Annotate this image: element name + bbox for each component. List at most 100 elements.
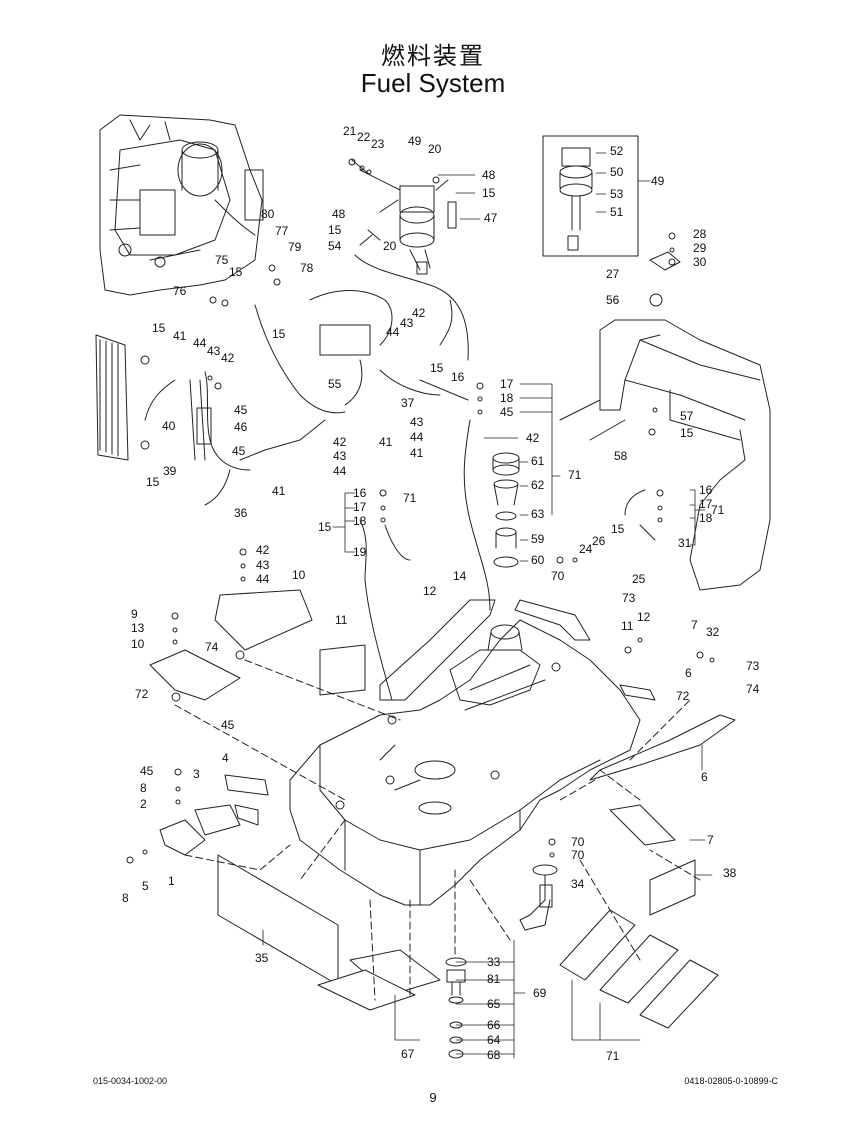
callout-41: 41 bbox=[379, 435, 393, 449]
page-number: 9 bbox=[429, 1090, 437, 1105]
callout-44: 44 bbox=[256, 572, 270, 586]
callout-71: 71 bbox=[403, 491, 417, 505]
callout-43: 43 bbox=[256, 558, 270, 572]
callout-65: 65 bbox=[487, 997, 501, 1011]
callout-41: 41 bbox=[272, 484, 286, 498]
callout-76: 76 bbox=[173, 284, 187, 298]
callout-10: 10 bbox=[131, 637, 145, 651]
callout-73: 73 bbox=[622, 591, 636, 605]
callout-10: 10 bbox=[292, 568, 306, 582]
callout-37: 37 bbox=[401, 396, 415, 410]
callout-7: 7 bbox=[691, 618, 698, 632]
callout-80: 80 bbox=[261, 207, 275, 221]
callout-16: 16 bbox=[699, 483, 713, 497]
callout-15: 15 bbox=[318, 520, 332, 534]
callout-2: 2 bbox=[140, 797, 147, 811]
callout-6: 6 bbox=[685, 666, 692, 680]
water-separator bbox=[492, 452, 520, 568]
callout-70: 70 bbox=[571, 835, 585, 849]
callout-61: 61 bbox=[531, 454, 545, 468]
callout-68: 68 bbox=[487, 1048, 501, 1062]
callout-60: 60 bbox=[531, 553, 545, 567]
callout-43: 43 bbox=[410, 415, 424, 429]
callout-22: 22 bbox=[357, 130, 371, 144]
footer-part-code: 0418-02805-0-10899-C bbox=[684, 1076, 778, 1086]
drain-plug-assembly bbox=[445, 957, 467, 1059]
callout-79: 79 bbox=[288, 240, 302, 254]
callout-71: 71 bbox=[711, 503, 725, 517]
callout-17: 17 bbox=[353, 500, 367, 514]
callout-42: 42 bbox=[412, 306, 426, 320]
callout-27: 27 bbox=[606, 267, 620, 281]
callout-7: 7 bbox=[707, 833, 714, 847]
callout-16: 16 bbox=[353, 486, 367, 500]
callout-56: 56 bbox=[606, 293, 620, 307]
callout-55: 55 bbox=[328, 377, 342, 391]
callout-29: 29 bbox=[693, 241, 707, 255]
fuel-hoses bbox=[144, 290, 656, 701]
engine-block bbox=[99, 114, 264, 296]
callout-20: 20 bbox=[383, 239, 397, 253]
callout-73: 73 bbox=[746, 659, 760, 673]
callout-69: 69 bbox=[533, 986, 547, 1000]
callout-20: 20 bbox=[428, 142, 442, 156]
callout-8: 8 bbox=[140, 781, 147, 795]
callout-1: 1 bbox=[168, 874, 175, 888]
callout-57: 57 bbox=[680, 409, 694, 423]
callout-18: 18 bbox=[500, 391, 514, 405]
callout-45: 45 bbox=[221, 718, 235, 732]
callout-3: 3 bbox=[193, 767, 200, 781]
callout-8: 8 bbox=[122, 891, 129, 905]
callout-43: 43 bbox=[207, 344, 221, 358]
callout-41: 41 bbox=[173, 329, 187, 343]
callout-44: 44 bbox=[333, 464, 347, 478]
callout-12: 12 bbox=[637, 610, 651, 624]
callout-23: 23 bbox=[371, 137, 385, 151]
callout-46: 46 bbox=[234, 420, 248, 434]
callout-15: 15 bbox=[680, 426, 694, 440]
callout-33: 33 bbox=[487, 955, 501, 969]
fuel-tank bbox=[289, 619, 641, 906]
callout-47: 47 bbox=[484, 211, 498, 225]
callout-26: 26 bbox=[592, 534, 606, 548]
callout-40: 40 bbox=[162, 419, 176, 433]
callout-48: 48 bbox=[332, 207, 346, 221]
callout-15: 15 bbox=[611, 522, 625, 536]
footer-document-code: 015-0034-1002-00 bbox=[93, 1076, 168, 1086]
callout-6: 6 bbox=[701, 770, 708, 784]
callout-35: 35 bbox=[255, 951, 269, 965]
callout-45: 45 bbox=[232, 444, 246, 458]
callout-44: 44 bbox=[193, 336, 207, 350]
callout-77: 77 bbox=[275, 224, 289, 238]
callout-38: 38 bbox=[723, 866, 737, 880]
callout-30: 30 bbox=[693, 255, 707, 269]
callout-70: 70 bbox=[571, 848, 585, 862]
callout-54: 54 bbox=[328, 239, 342, 253]
callout-15: 15 bbox=[272, 327, 286, 341]
callout-71: 71 bbox=[606, 1049, 620, 1063]
fuel-pump-assembly bbox=[351, 159, 469, 361]
callout-9: 9 bbox=[131, 607, 138, 621]
callout-44: 44 bbox=[386, 325, 400, 339]
callout-11: 11 bbox=[621, 619, 634, 633]
callout-36: 36 bbox=[234, 506, 248, 520]
callout-39: 39 bbox=[163, 464, 177, 478]
callout-75: 75 bbox=[215, 253, 229, 267]
hardware bbox=[126, 158, 715, 864]
callout-74: 74 bbox=[746, 682, 760, 696]
brackets bbox=[149, 589, 736, 856]
callout-50: 50 bbox=[610, 165, 624, 179]
callout-19: 19 bbox=[353, 545, 367, 559]
callout-51: 51 bbox=[610, 205, 624, 219]
callout-59: 59 bbox=[531, 532, 545, 546]
page-title: Fuel System bbox=[360, 68, 506, 98]
callout-44: 44 bbox=[410, 430, 424, 444]
page-title-japanese: 燃料装置 bbox=[381, 42, 485, 70]
callout-43: 43 bbox=[333, 449, 347, 463]
callout-11: 11 bbox=[335, 613, 348, 627]
callout-64: 64 bbox=[487, 1033, 501, 1047]
alignment-lines bbox=[174, 659, 701, 1001]
callout-15: 15 bbox=[152, 321, 166, 335]
